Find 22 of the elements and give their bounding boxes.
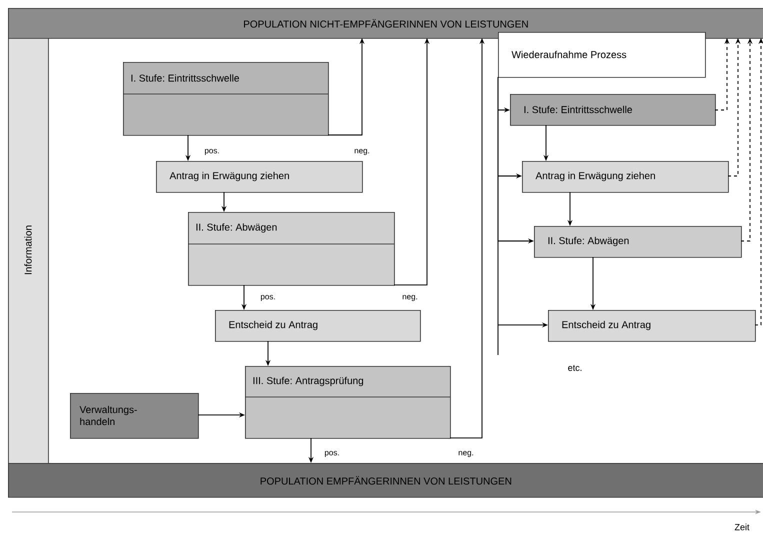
stage-box: I. Stufe: Eintrittsschwelle: [122, 62, 329, 136]
edge-label: neg.: [353, 148, 371, 156]
note-text: Zeit: [734, 524, 750, 530]
process-box: Entscheid zu Antrag: [548, 310, 756, 342]
stage-box: III. Stufe: Antragsprüfung: [244, 366, 451, 439]
process-box: I. Stufe: Eintrittsschwelle: [510, 94, 716, 126]
edge-label: neg.: [401, 294, 419, 302]
edge-label: pos.: [203, 148, 221, 156]
edge-label: pos.: [323, 450, 341, 458]
process-box: Antrag in Erwägung ziehen: [156, 160, 363, 193]
population-band: POPULATION NICHT-EMPFÄNGERINNEN VON LEISTUNGEN: [8, 8, 763, 39]
stage-box: II. Stufe: Abwägen: [188, 212, 395, 286]
information-band: Information: [8, 38, 49, 464]
population-band: POPULATION EMPFÄNGERINNEN VON LEISTUNGEN: [8, 462, 763, 498]
process-box: Antrag in Erwägung ziehen: [522, 160, 729, 193]
process-box: Entscheid zu Antrag: [215, 310, 421, 342]
edge-label: pos.: [259, 294, 277, 302]
process-box: II. Stufe: Abwägen: [534, 226, 742, 258]
process-box: Wiederaufnahme Prozess: [498, 32, 706, 78]
edge-label: neg.: [457, 450, 475, 458]
process-box: Verwaltungs- handeln: [70, 392, 199, 439]
note-text: etc.: [568, 365, 582, 371]
